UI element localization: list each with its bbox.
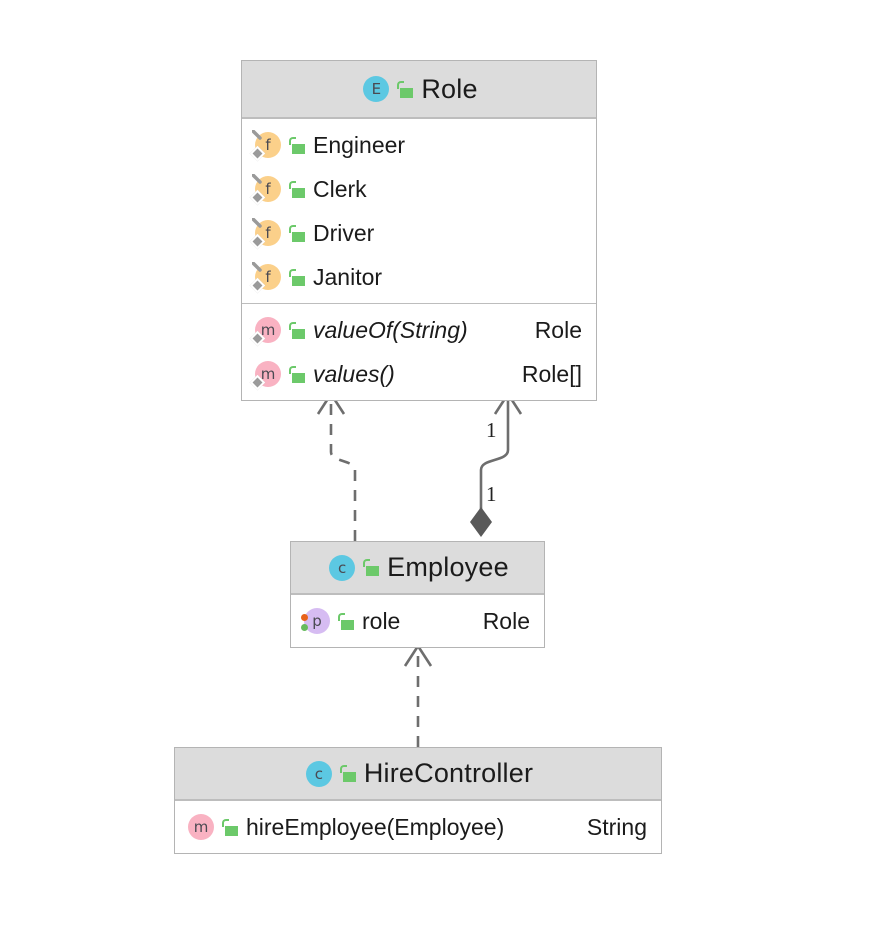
class-header-hirecontroller: c HireController bbox=[175, 748, 661, 801]
public-unlocked-icon bbox=[397, 80, 414, 98]
field-row-clerk[interactable]: f Clerk bbox=[242, 167, 596, 211]
members-compartment-employee: p role Role bbox=[291, 595, 544, 647]
multiplicity-label-near-employee: 1 bbox=[486, 482, 497, 506]
field-name: Janitor bbox=[313, 263, 383, 290]
multiplicity-label-near-role: 1 bbox=[486, 418, 497, 442]
fields-compartment-role: f Engineer f Clerk bbox=[242, 119, 596, 303]
static-final-field-icon: f bbox=[249, 130, 282, 162]
public-unlocked-icon bbox=[289, 268, 306, 286]
class-box-role[interactable]: E Role f Engineer f bbox=[241, 60, 597, 401]
public-unlocked-icon bbox=[363, 559, 380, 576]
static-final-field-icon: f bbox=[249, 218, 282, 250]
public-unlocked-icon bbox=[222, 818, 239, 836]
property-icon: p bbox=[301, 606, 331, 636]
method-return-type: Role bbox=[534, 316, 582, 343]
method-return-type: String bbox=[586, 813, 647, 840]
static-method-icon: m bbox=[249, 315, 282, 347]
public-unlocked-icon bbox=[289, 321, 306, 339]
method-row-values[interactable]: m values() Role[] bbox=[242, 352, 596, 396]
field-row-driver[interactable]: f Driver bbox=[242, 211, 596, 255]
public-unlocked-icon bbox=[289, 180, 306, 198]
property-type: Role bbox=[482, 607, 530, 634]
connector-employee-depends-role[interactable] bbox=[316, 393, 357, 541]
class-name-hirecontroller: HireController bbox=[363, 758, 534, 788]
field-row-engineer[interactable]: f Engineer bbox=[242, 123, 596, 167]
class-icon: c bbox=[303, 759, 333, 789]
method-signature: values() bbox=[313, 360, 395, 387]
connector-hirecontroller-depends-employee[interactable] bbox=[403, 645, 433, 747]
methods-compartment-hirecontroller: m hireEmployee(Employee) String bbox=[175, 801, 661, 853]
methods-compartment-role: m valueOf(String) Role m values() Ro bbox=[242, 303, 596, 400]
property-row-role[interactable]: p role Role bbox=[291, 599, 544, 643]
method-icon: m bbox=[185, 812, 215, 842]
static-method-icon: m bbox=[249, 359, 282, 391]
class-box-employee[interactable]: c Employee p role Role bbox=[290, 541, 545, 648]
public-unlocked-icon bbox=[289, 365, 306, 383]
public-unlocked-icon bbox=[289, 136, 306, 154]
method-row-valueof[interactable]: m valueOf(String) Role bbox=[242, 308, 596, 352]
public-unlocked-icon bbox=[289, 224, 306, 242]
class-box-hirecontroller[interactable]: c HireController m hireEmployee(Employee… bbox=[174, 747, 662, 854]
class-header-role: E Role bbox=[242, 61, 596, 119]
class-icon: c bbox=[326, 553, 356, 583]
static-final-field-icon: f bbox=[249, 262, 282, 294]
public-unlocked-icon bbox=[339, 765, 357, 782]
field-row-janitor[interactable]: f Janitor bbox=[242, 255, 596, 299]
method-row-hireemployee[interactable]: m hireEmployee(Employee) String bbox=[175, 805, 661, 849]
enum-icon: E bbox=[360, 74, 390, 104]
aggregation-diamond bbox=[470, 507, 492, 537]
class-header-employee: c Employee bbox=[291, 542, 544, 595]
class-name-role: Role bbox=[421, 73, 478, 104]
property-name: role bbox=[362, 607, 401, 634]
static-final-field-icon: f bbox=[249, 174, 282, 206]
method-signature: valueOf(String) bbox=[313, 316, 468, 343]
method-return-type: Role[] bbox=[521, 360, 582, 387]
field-name: Clerk bbox=[313, 175, 367, 202]
public-unlocked-icon bbox=[338, 612, 355, 630]
field-name: Driver bbox=[313, 219, 375, 246]
class-name-employee: Employee bbox=[387, 552, 509, 582]
field-name: Engineer bbox=[313, 131, 406, 158]
method-signature: hireEmployee(Employee) bbox=[246, 813, 505, 840]
connector-employee-aggregates-role[interactable] bbox=[470, 393, 523, 537]
